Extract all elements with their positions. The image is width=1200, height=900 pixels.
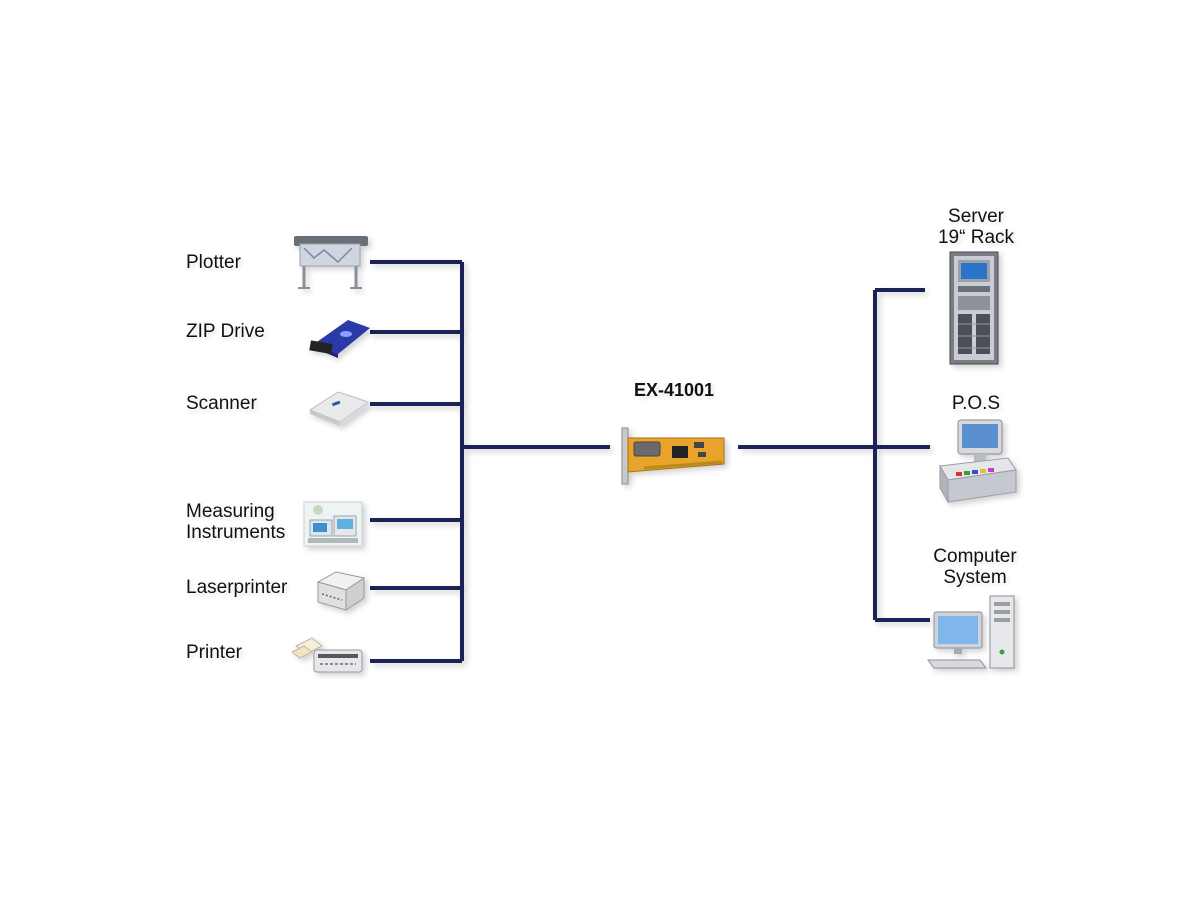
- label-zip-drive: ZIP Drive: [186, 321, 265, 342]
- label-pos: P.O.S: [951, 393, 1001, 414]
- server-rack-icon: [949, 251, 999, 365]
- label-ex-41001: EX-41001: [633, 380, 715, 400]
- label-plotter: Plotter: [186, 252, 241, 273]
- pos-terminal-icon: [939, 419, 1017, 504]
- label-computer-system: Computer System: [900, 546, 1050, 588]
- printer-icon: [291, 637, 363, 673]
- zip-drive-icon: [309, 320, 370, 358]
- label-scanner: Scanner: [186, 393, 257, 414]
- connection-lines: [370, 260, 930, 663]
- label-computer-line-1: Computer: [933, 546, 1017, 567]
- label-server-line-2: 19“ Rack: [937, 227, 1015, 248]
- computer-system-icon: [927, 595, 1015, 669]
- label-measuring-line-2: Instruments: [186, 522, 286, 543]
- label-computer-line-2: System: [943, 567, 1007, 588]
- plotter-icon: [294, 236, 368, 289]
- label-server-line-1: Server: [948, 206, 1004, 227]
- label-laser-printer: Laserprinter: [186, 577, 288, 598]
- label-printer: Printer: [186, 642, 242, 663]
- scanner-icon: [308, 391, 370, 426]
- label-measuring-line-1: Measuring: [186, 501, 275, 522]
- ex-41001-card-icon: [621, 427, 725, 485]
- label-measuring-instruments: Measuring Instruments: [186, 501, 285, 543]
- label-server-rack: Server 19“ Rack: [906, 206, 1046, 248]
- measuring-instruments-icon: [303, 501, 363, 547]
- laser-printer-icon: [316, 571, 366, 611]
